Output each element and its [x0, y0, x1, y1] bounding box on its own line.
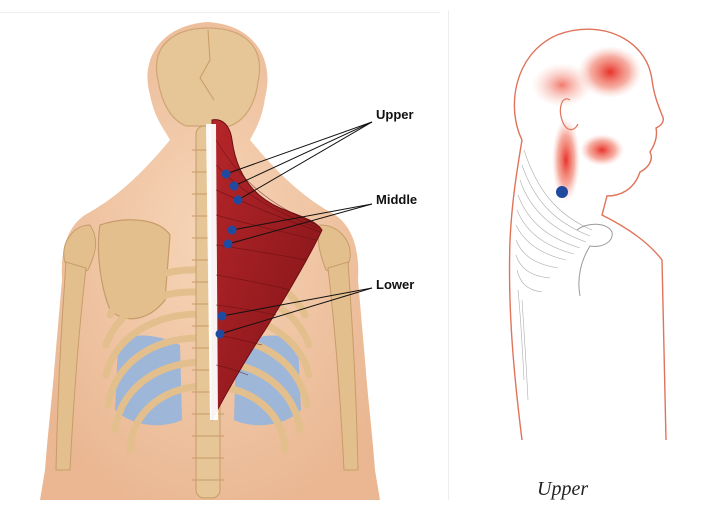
- left-scapula: [98, 220, 170, 319]
- profile-svg: [462, 0, 717, 506]
- shoulder-bones: [577, 224, 612, 296]
- pain-zone-head: [532, 63, 592, 107]
- panel-divider: [448, 10, 449, 500]
- skull: [156, 28, 259, 126]
- trigger-point-dot: [224, 240, 233, 249]
- referred-pain-profile-illustration: [462, 0, 717, 506]
- trigger-point-dot: [216, 330, 225, 339]
- trigger-point-dot: [234, 196, 243, 205]
- posterior-anatomy-illustration: Upper Middle Lower: [0, 0, 440, 506]
- pain-zone-jaw: [580, 134, 624, 166]
- trigger-point-dot: [230, 182, 239, 191]
- trigger-point-dot: [556, 186, 568, 198]
- caption-upper: Upper: [537, 478, 588, 501]
- trigger-point-dot: [218, 312, 227, 321]
- back-outline: [510, 140, 523, 440]
- label-upper: Upper: [376, 107, 414, 122]
- back-anatomy-svg: [0, 0, 440, 506]
- trigger-point-dot: [228, 226, 237, 235]
- neck-fibers: [516, 150, 592, 400]
- trigger-point-dot: [222, 170, 231, 179]
- label-middle: Middle: [376, 192, 417, 207]
- label-lower: Lower: [376, 277, 414, 292]
